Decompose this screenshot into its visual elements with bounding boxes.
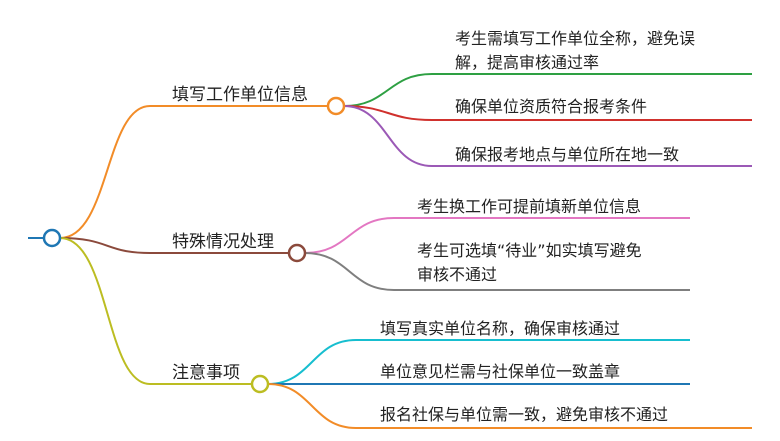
branch-node [326, 96, 346, 116]
leaf-label: 考生需填写工作单位全称，避免误 [455, 29, 695, 48]
leaf-connector [304, 252, 690, 291]
leaf-label: 单位意见栏需与社保单位一致盖章 [380, 362, 620, 381]
leaf-connector [343, 105, 752, 167]
leaf-label: 确保单位资质符合报考条件 [455, 97, 647, 116]
leaf-connector [343, 73, 752, 107]
root-node [42, 228, 62, 248]
leaf-label: 审核不通过 [417, 265, 497, 284]
leaf-connector [267, 339, 690, 385]
leaf-label: 考生换工作可提前填新单位信息 [417, 197, 641, 216]
branch-label: 特殊情况处理 [172, 232, 274, 252]
leaf-connector [343, 105, 752, 121]
branch-connector-0 [59, 105, 328, 239]
branch-node [287, 243, 307, 263]
branch-connector-1 [59, 237, 289, 254]
leaf-label: 解，提高审核通过率 [455, 53, 599, 72]
leaf-label: 确保报考地点与单位所在地一致 [455, 145, 679, 164]
leaf-label: 填写真实单位名称，确保审核通过 [380, 319, 620, 338]
leaf-connector [267, 383, 752, 429]
branch-label: 注意事项 [172, 363, 240, 383]
branch-label: 填写工作单位信息 [172, 85, 308, 105]
leaf-label: 考生可选填“待业”如实填写避免 [417, 241, 642, 260]
leaf-label: 报名社保与单位需一致，避免审核不通过 [380, 405, 668, 424]
branch-connector-2 [59, 237, 252, 385]
leaf-connector [304, 217, 690, 254]
branch-node [250, 374, 270, 394]
